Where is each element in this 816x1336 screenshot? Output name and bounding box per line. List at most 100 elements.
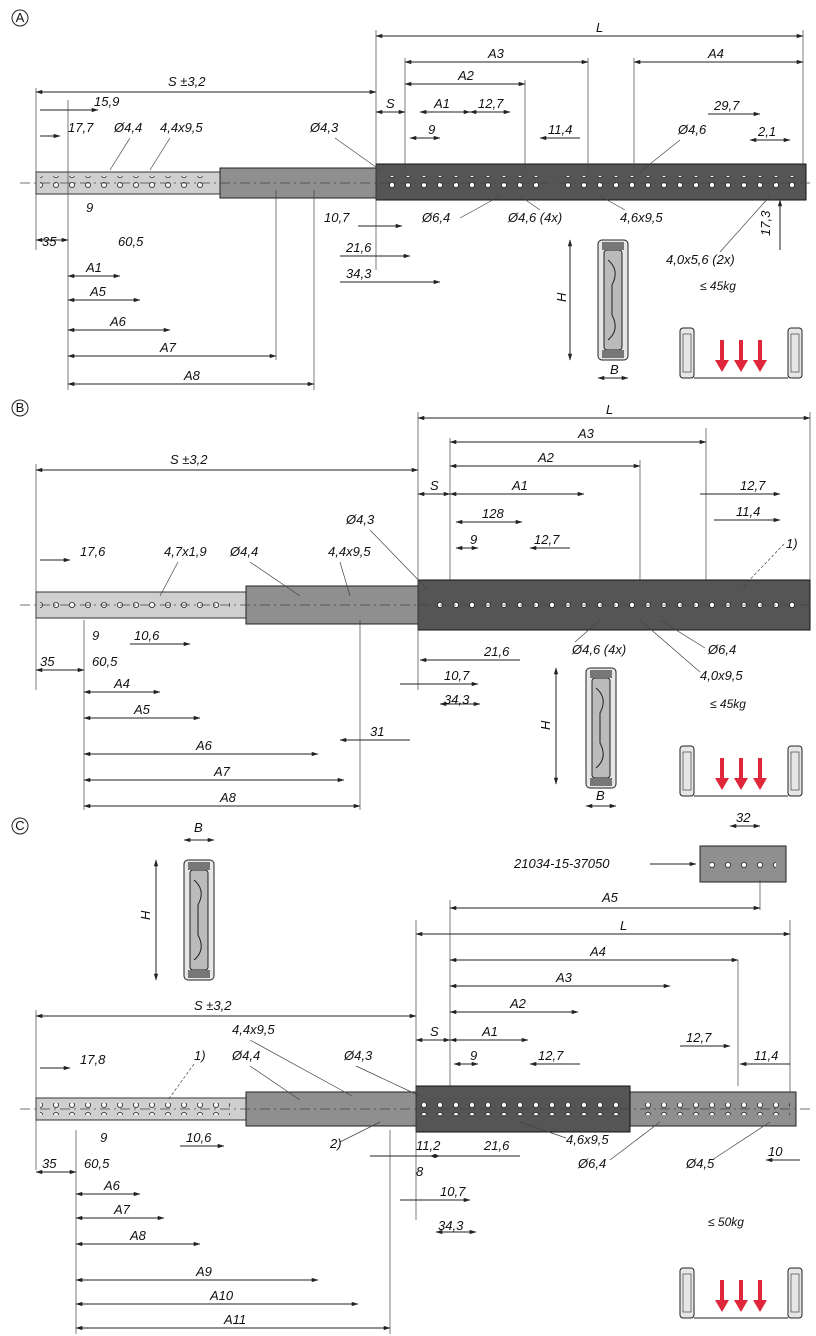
dim-c-s: S [430, 1024, 439, 1039]
dim-a-s9: 9 [86, 200, 93, 215]
drawer-load-icon-c [679, 1267, 803, 1319]
load-a-text: ≤ 45kg [700, 279, 736, 293]
dim-c-B: B [194, 820, 203, 835]
dim-c-2: 2) [329, 1136, 342, 1151]
dim-b-31: 31 [370, 724, 384, 739]
dim-a-46: Ø4,6 [677, 122, 707, 137]
dim-c-1: 1) [194, 1048, 206, 1063]
dim-a-A6: A6 [109, 314, 127, 329]
dim-a-35: 35 [42, 234, 57, 249]
dim-c-A8: A8 [129, 1228, 147, 1243]
section-a-label: A [16, 10, 25, 25]
dim-a-177: 17,7 [68, 120, 94, 135]
dim-b-107: 10,7 [444, 668, 470, 683]
dim-a-A7: A7 [159, 340, 177, 355]
dim-c-A9: A9 [195, 1264, 212, 1279]
load-c: ≤ 50kg [708, 1215, 744, 1229]
dim-c-10: 10 [768, 1144, 783, 1159]
rail-profile-icon [597, 239, 629, 361]
rail-profile-icon-c [183, 859, 215, 981]
dim-c-A10: A10 [209, 1288, 234, 1303]
dim-a-21: 2,1 [757, 124, 776, 139]
dim-c-216: 21,6 [483, 1138, 510, 1153]
rail-profile-icon-b [585, 667, 617, 789]
dim-b-S: S ±3,2 [170, 452, 208, 467]
dim-a-107: 10,7 [324, 210, 350, 225]
dim-a-114: 11,4 [548, 122, 572, 137]
dim-b-43: Ø4,3 [345, 512, 375, 527]
dim-c-605: 60,5 [84, 1156, 110, 1171]
dim-c-44: Ø4,4 [231, 1048, 260, 1063]
dim-a-173: 17,3 [758, 210, 773, 236]
dim-b-L: L [606, 402, 613, 417]
dim-c-35: 35 [42, 1156, 57, 1171]
dim-a-343: 34,3 [346, 266, 372, 281]
dim-c-343: 34,3 [438, 1218, 464, 1233]
dim-a-A1b: A1 [85, 260, 102, 275]
dim-a-605: 60,5 [118, 234, 144, 249]
dim-b-106: 10,6 [134, 628, 160, 643]
dim-c-s9: 9 [100, 1130, 107, 1145]
dim-a-A4: A4 [707, 46, 724, 61]
dim-b-1: 1) [786, 536, 798, 551]
dim-a-297: 29,7 [713, 98, 740, 113]
dim-b-A1: A1 [511, 478, 528, 493]
dim-b-9: 9 [470, 532, 477, 547]
dim-b-A7: A7 [213, 764, 231, 779]
dim-b-343: 34,3 [444, 692, 470, 707]
dim-b-128: 128 [482, 506, 504, 521]
dim-c-8: 8 [416, 1164, 424, 1179]
dim-c-44x95: 4,4x9,5 [232, 1022, 275, 1037]
dim-b-44x95: 4,4x9,5 [328, 544, 371, 559]
dim-c-107: 10,7 [440, 1184, 466, 1199]
part-number: 21034-15-37050 [513, 856, 610, 871]
dim-a-44: Ø4,4 [113, 120, 142, 135]
dim-a-A3: A3 [487, 46, 505, 61]
dim-c-106: 10,6 [186, 1130, 212, 1145]
drawer-load-icon [679, 327, 803, 379]
section-b: B L A3 S ±3,2 A2 S A1 12,7 11,4 128 1) [11, 399, 811, 810]
dim-c-A3: A3 [555, 970, 573, 985]
load-b: ≤ 45kg [710, 697, 746, 711]
dim-b-114: 11,4 [736, 504, 760, 519]
dim-b-40x95: 4,0x9,5 [700, 668, 743, 683]
dim-c-64: Ø6,4 [577, 1156, 606, 1171]
dim-c-A1: A1 [481, 1024, 498, 1039]
dim-a-216: 21,6 [345, 240, 372, 255]
dim-a-43: Ø4,3 [309, 120, 339, 135]
dim-a-46x4: Ø4,6 (4x) [507, 210, 562, 225]
dim-b-127b: 12,7 [534, 532, 560, 547]
dim-a-40x56: 4,0x5,6 (2x) [666, 252, 735, 267]
dim-c-127a: 12,7 [538, 1048, 564, 1063]
dim-b-35: 35 [40, 654, 55, 669]
dim-c-114: 11,4 [754, 1048, 778, 1063]
dim-c-178: 17,8 [80, 1052, 106, 1067]
dim-b-A5: A5 [133, 702, 151, 717]
dim-c-9: 9 [470, 1048, 477, 1063]
dim-b-46x4: Ø4,6 (4x) [571, 642, 626, 657]
section-c-label: C [15, 818, 24, 833]
dim-a-s: S [386, 96, 395, 111]
dim-c-A7: A7 [113, 1202, 131, 1217]
dim-c-A2: A2 [509, 996, 527, 1011]
section-a: A L A3 A4 S ±3,2 A2 S A1 [11, 9, 810, 390]
dim-b-47x19: 4,7x1,9 [164, 544, 207, 559]
dim-b-H: H [538, 720, 553, 730]
dim-c-A4: A4 [589, 944, 606, 959]
dim-a-46x95: 4,6x9,5 [620, 210, 663, 225]
dim-a-H: H [554, 292, 569, 302]
dim-b-176: 17,6 [80, 544, 106, 559]
section-c: C B H 32 21034-15-37050 A5 L A4 [11, 810, 810, 1334]
dim-c-L: L [620, 918, 627, 933]
dim-c-127b: 12,7 [686, 1030, 712, 1045]
dim-c-45: Ø4,5 [685, 1156, 715, 1171]
dim-b-s9: 9 [92, 628, 99, 643]
dim-a-A1: A1 [433, 96, 450, 111]
dim-b-A2: A2 [537, 450, 555, 465]
dim-b-127a: 12,7 [740, 478, 766, 493]
dim-a-127: 12,7 [478, 96, 504, 111]
dim-a-B: B [610, 362, 619, 377]
dim-b-A4: A4 [113, 676, 130, 691]
dim-a-A8: A8 [183, 368, 201, 383]
